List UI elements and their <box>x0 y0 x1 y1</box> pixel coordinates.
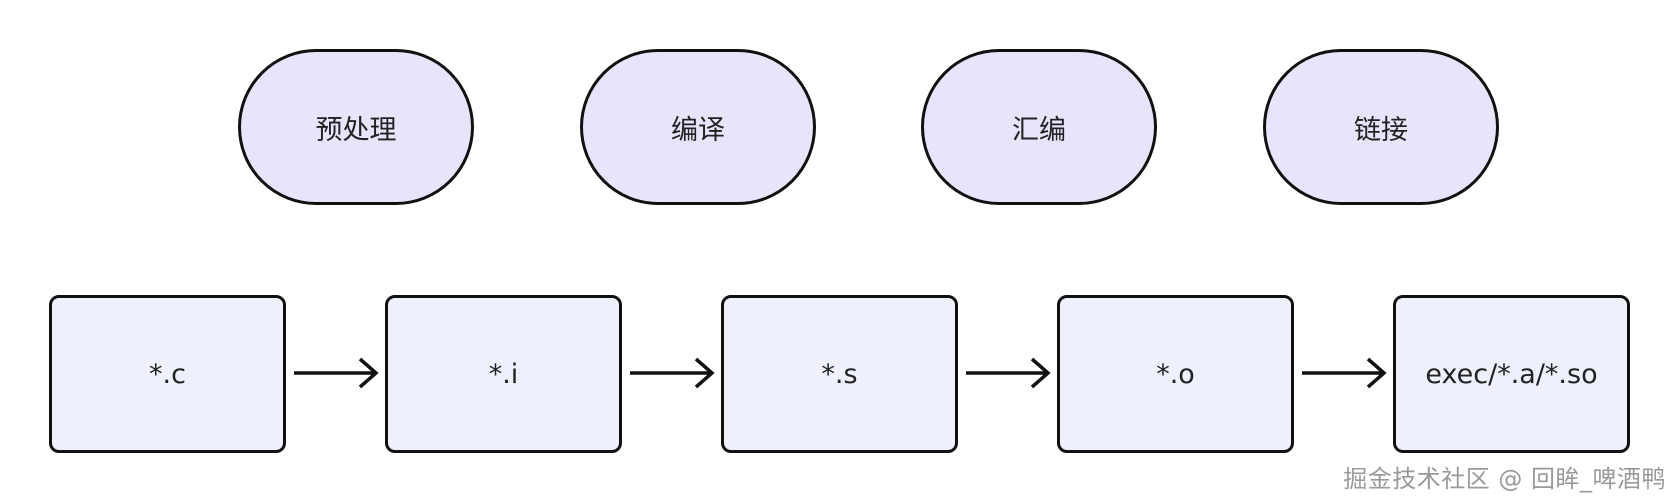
stage-label: 编译 <box>671 114 725 146</box>
arrow-right-icon <box>294 357 379 389</box>
watermark-text: 掘金技术社区 @ 回眸_啤酒鸭 <box>1343 465 1666 493</box>
file-box-o: *.o <box>1057 295 1294 453</box>
stage-label: 汇编 <box>1012 114 1066 146</box>
arrow-right-icon <box>630 357 715 389</box>
file-box-s: *.s <box>721 295 958 453</box>
file-label: *.c <box>149 358 186 390</box>
stage-label: 预处理 <box>315 114 397 146</box>
stage-compile: 编译 <box>580 49 816 205</box>
stage-link: 链接 <box>1263 49 1499 205</box>
file-label: *.s <box>821 358 858 390</box>
file-box-c: *.c <box>49 295 286 453</box>
stage-label: 链接 <box>1354 114 1408 146</box>
file-label: exec/*.a/*.so <box>1425 358 1598 390</box>
stage-preprocess: 预处理 <box>238 49 474 205</box>
file-label: *.o <box>1156 358 1195 390</box>
arrow-right-icon <box>1302 357 1387 389</box>
file-box-exec: exec/*.a/*.so <box>1393 295 1630 453</box>
file-label: *.i <box>488 358 519 390</box>
file-box-i: *.i <box>385 295 622 453</box>
arrow-right-icon <box>966 357 1051 389</box>
stage-assemble: 汇编 <box>921 49 1157 205</box>
